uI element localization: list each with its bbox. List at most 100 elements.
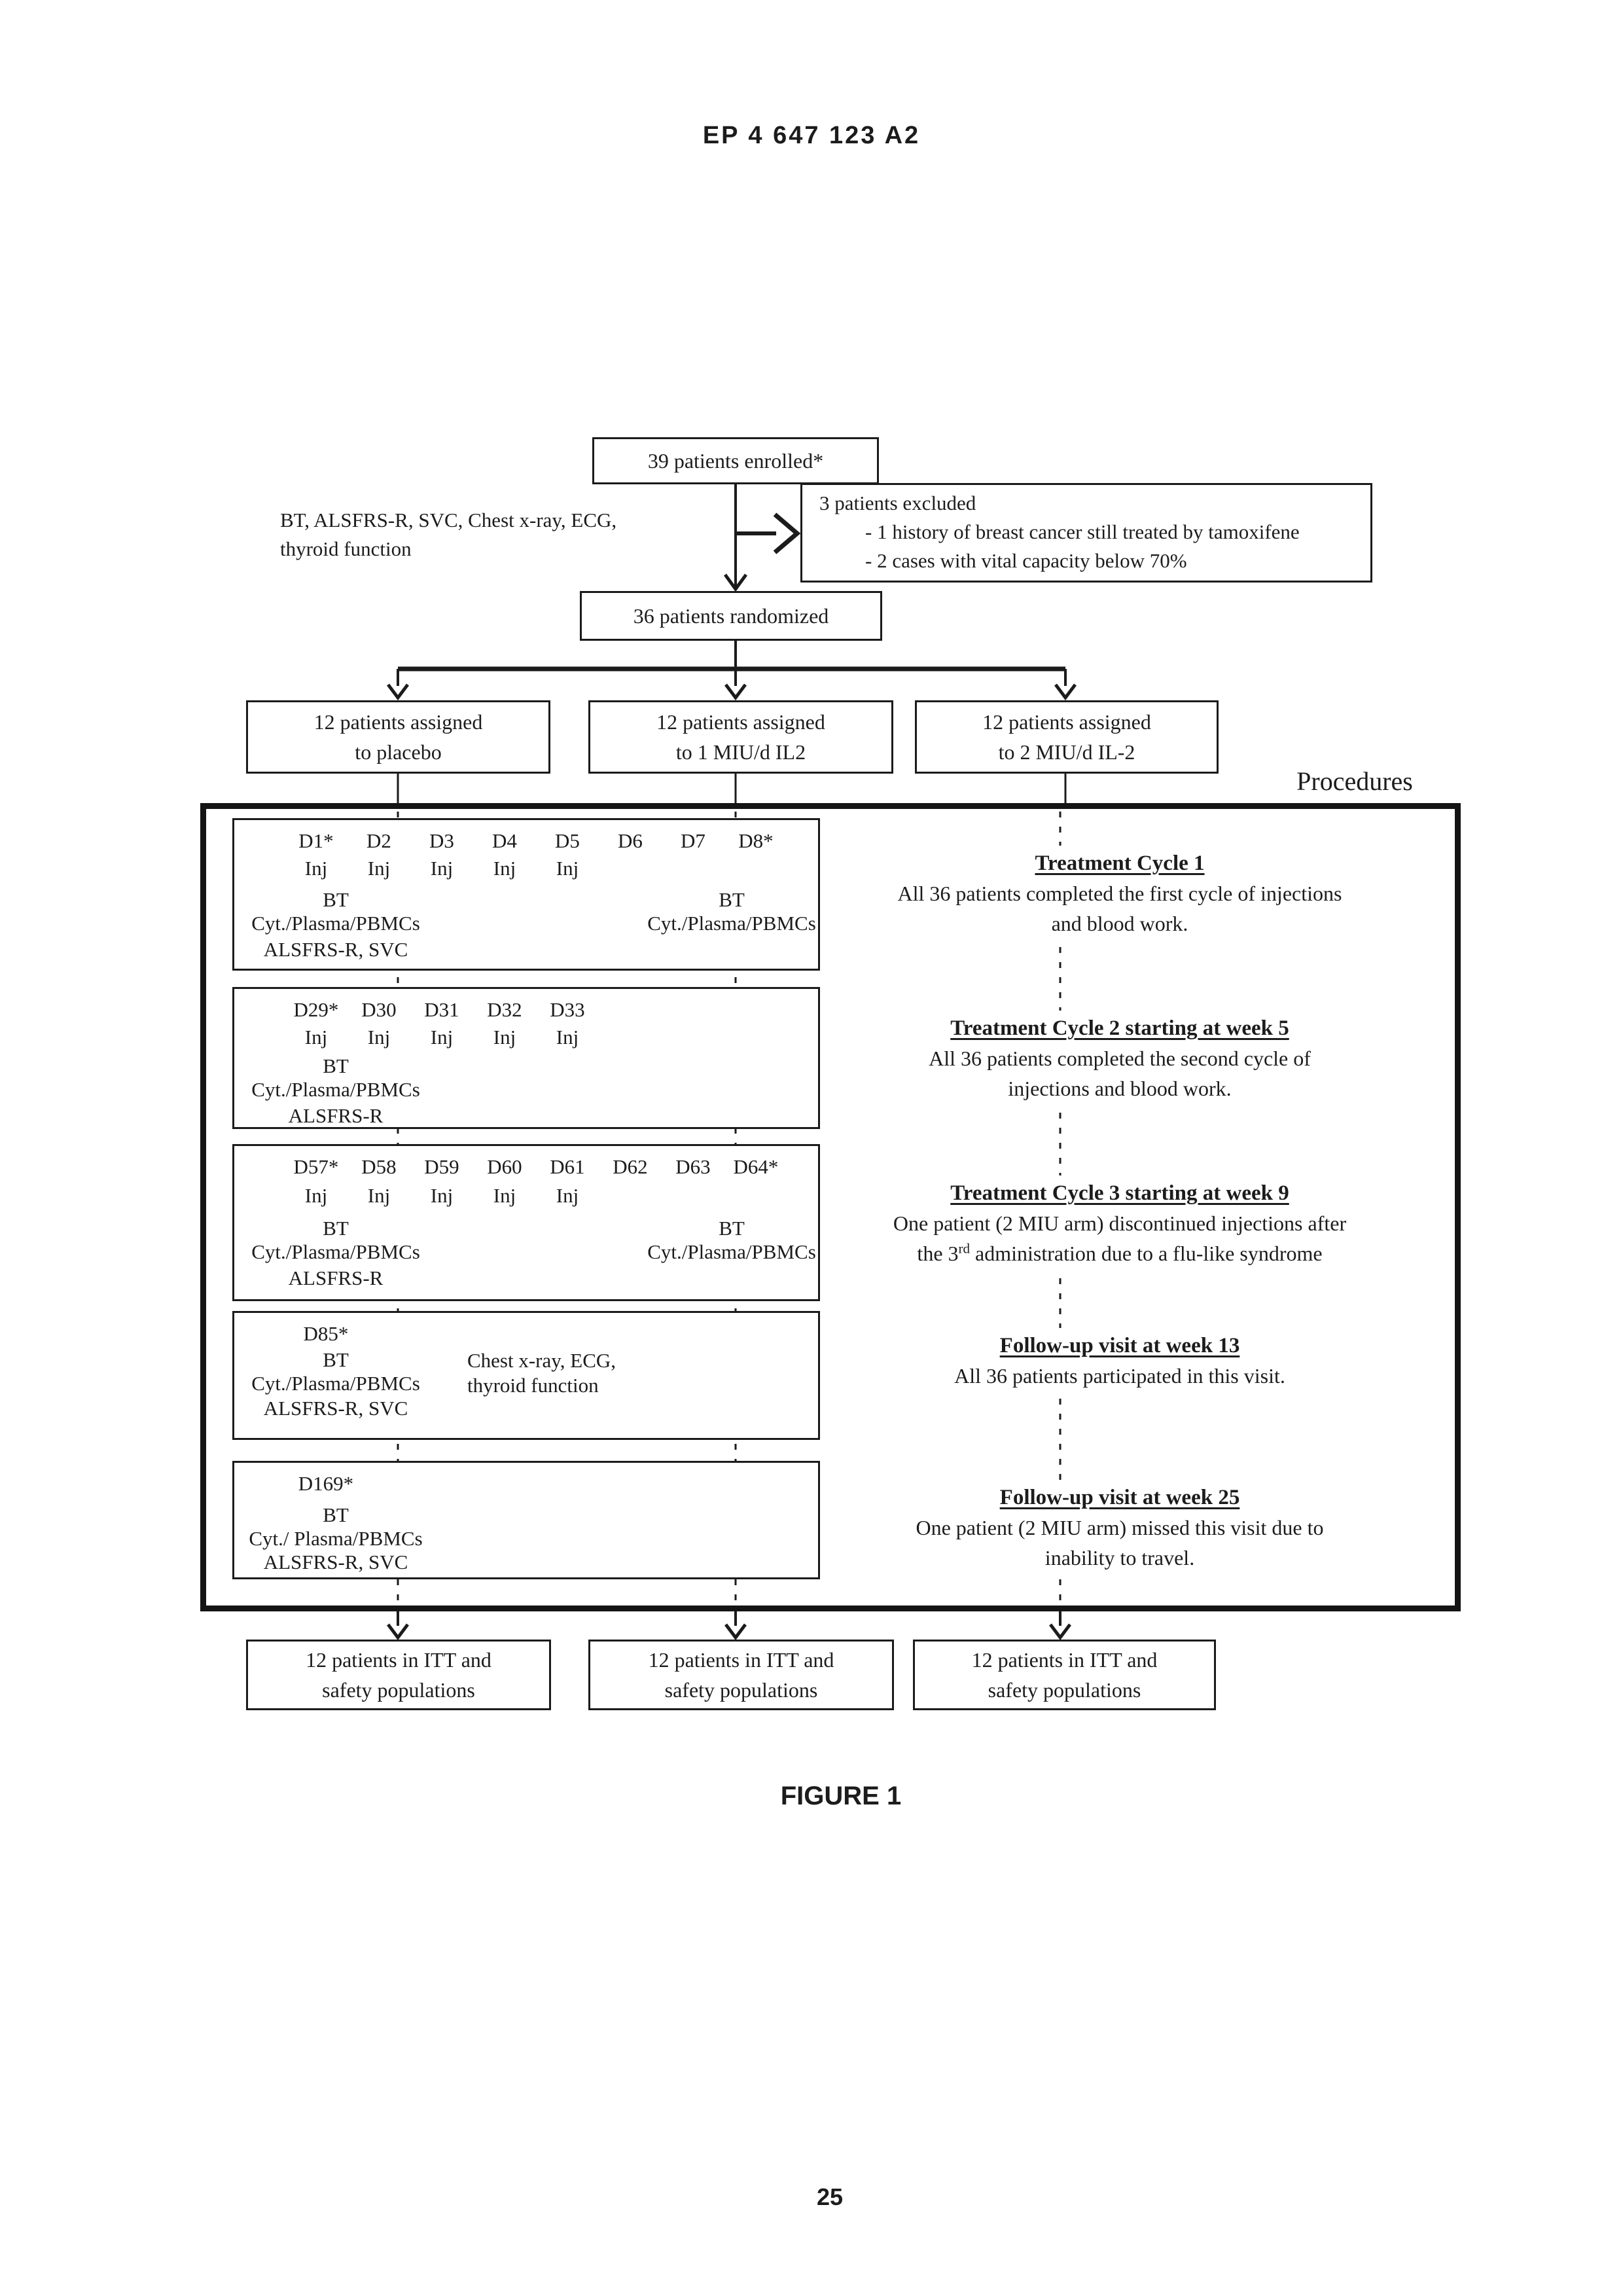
cycle1-schedule-box: D1* D2 D3 D4 D5 D6 D7 D8* Inj Inj Inj In… [232,818,820,971]
cycle1-day-row: D1* D2 D3 D4 D5 D6 D7 D8* [285,829,787,853]
itt-box-1miu-il2: 12 patients in ITT and safety population… [588,1640,894,1710]
followup25-schedule-box: D169* BT Cyt./ Plasma/PBMCs ALSFRS-R, SV… [232,1461,820,1579]
day-label: D57* [293,1155,339,1178]
cycle2-schedule-box: D29* D30 D31 D32 D33 Inj Inj Inj Inj Inj… [232,987,820,1129]
enrolled-label: 39 patients enrolled* [647,449,824,473]
extra-tests-line1: Chest x-ray, ECG, [467,1349,616,1372]
day-label: D8* [738,829,774,852]
injection-label: Inj [367,1026,391,1049]
itt-line2: safety populations [664,1678,818,1702]
cytokines-label: Cyt./Plasma/PBMCs [251,1372,420,1395]
arrowhead-down-randomized [723,573,748,592]
day-label: D3 [429,829,454,852]
cycle3-day-row: D57* D58 D59 D60 D61 D62 D63 D64* [285,1155,787,1179]
procedures-panel [200,803,1461,1611]
itt-box-2miu-il2: 12 patients in ITT and safety population… [913,1640,1216,1710]
arm-box-2miu-il2: 12 patients assigned to 2 MIU/d IL-2 [915,700,1219,774]
cycle1-inj-row: Inj Inj Inj Inj Inj [285,857,599,880]
cycle3-schedule-box: D57* D58 D59 D60 D61 D62 D63 D64* Inj In… [232,1144,820,1301]
timeline-title: Treatment Cycle 3 starting at week 9 [950,1181,1289,1205]
bt-label: BT [719,888,745,911]
extra-tests-label: Chest x-ray, ECG, thyroid function [467,1348,703,1398]
bt-label: BT [323,1054,349,1077]
day-label: D32 [487,998,522,1021]
cytokines-label: Cyt./Plasma/PBMCs [647,1240,816,1263]
timeline-line: All 36 patients participated in this vis… [954,1364,1285,1388]
timeline-line: All 36 patients completed the second cyc… [929,1047,1311,1070]
procedures-label: Procedures [1296,766,1413,796]
timeline-block-followup13: Follow-up visit at week 13 All 36 patien… [839,1328,1400,1393]
arm-box-placebo: 12 patients assigned to placebo [246,700,550,774]
injection-label: Inj [304,857,328,880]
cytokines-label: Cyt./Plasma/PBMCs [251,912,420,935]
day-label: D169* [298,1472,354,1495]
day-label: D85* [303,1322,349,1345]
baseline-tests-line2: thyroid function [280,537,412,560]
timeline-block-cycle3: Treatment Cycle 3 starting at week 9 One… [839,1175,1400,1271]
timeline-line: One patient (2 MIU arm) discontinued inj… [893,1211,1347,1235]
alsfrs-svc-label: ALSFRS-R, SVC [263,938,408,961]
day-label: D6 [618,829,643,852]
timeline-block-followup25: Follow-up visit at week 25 One patient (… [839,1480,1400,1575]
injection-label: Inj [556,857,579,880]
excluded-box: 3 patients excluded - 1 history of breas… [800,483,1372,583]
itt-line2: safety populations [988,1678,1141,1702]
bt-label: BT [323,888,349,911]
day-label: D5 [555,829,580,852]
day-label: D58 [361,1155,397,1178]
itt-line1: 12 patients in ITT and [971,1648,1158,1672]
itt-box-placebo: 12 patients in ITT and safety population… [246,1640,551,1710]
cytokines-label: Cyt./Plasma/PBMCs [251,1078,420,1101]
timeline-line: inability to travel. [1044,1546,1195,1570]
timeline-line: injections and blood work. [1008,1077,1232,1100]
day-label: D2 [366,829,391,852]
injection-label: Inj [304,1184,328,1207]
randomized-box: 36 patients randomized [580,591,882,641]
cytokines-label: Cyt./Plasma/PBMCs [647,912,816,935]
arrowhead-down-arm1 [387,683,409,701]
arm-line2: to 1 MIU/d IL2 [675,740,806,764]
timeline-line-pre: the 3 [917,1242,959,1265]
timeline-line: All 36 patients completed the first cycl… [897,882,1342,905]
arrowhead-down-itt3 [1049,1623,1071,1641]
arrowhead-down-arm2 [724,683,747,701]
day-label: D7 [681,829,705,852]
arm-line1: 12 patients assigned [982,710,1151,734]
timeline-line-post: administration due to a flu-like syndrom… [970,1242,1323,1265]
page-header: EP 4 647 123 A2 [702,122,921,149]
timeline-title: Treatment Cycle 1 [1035,852,1205,875]
day-label: D62 [613,1155,648,1178]
arrowhead-right-excluded [773,512,801,554]
timeline-line: and blood work. [1051,912,1188,935]
bt-label: BT [323,1348,349,1371]
injection-label: Inj [430,1026,454,1049]
injection-label: Inj [493,857,516,880]
page-number: 25 [816,2183,844,2210]
injection-label: Inj [556,1026,579,1049]
baseline-tests-line1: BT, ALSFRS-R, SVC, Chest x-ray, ECG, [280,509,617,531]
alsfrs-label: ALSFRS-R [288,1104,383,1127]
excluded-item: - 1 history of breast cancer still treat… [865,520,1300,543]
timeline-title: Treatment Cycle 2 starting at week 5 [950,1016,1289,1040]
day-label: D63 [675,1155,711,1178]
cycle3-inj-row: Inj Inj Inj Inj Inj [285,1184,599,1208]
day-label: D29* [293,998,339,1021]
enrolled-box: 39 patients enrolled* [592,437,879,484]
timeline-block-cycle2: Treatment Cycle 2 starting at week 5 All… [839,1011,1400,1106]
baseline-tests-label: BT, ALSFRS-R, SVC, Chest x-ray, ECG, thy… [280,506,686,564]
cytokines-label: Cyt./ Plasma/PBMCs [249,1527,423,1550]
injection-label: Inj [493,1026,516,1049]
day-label: D60 [487,1155,522,1178]
timeline-block-cycle1: Treatment Cycle 1 All 36 patients comple… [839,846,1400,941]
alsfrs-svc-label: ALSFRS-R, SVC [263,1397,408,1420]
randomized-label: 36 patients randomized [633,604,829,628]
day-label: D30 [361,998,397,1021]
alsfrs-label: ALSFRS-R [288,1266,383,1289]
arrowhead-down-itt2 [724,1623,747,1641]
itt-line1: 12 patients in ITT and [648,1648,834,1672]
excluded-title: 3 patients excluded [819,492,976,514]
cycle2-inj-row: Inj Inj Inj Inj Inj [285,1026,599,1049]
injection-label: Inj [367,1184,391,1207]
ordinal-superscript: rd [958,1240,971,1257]
